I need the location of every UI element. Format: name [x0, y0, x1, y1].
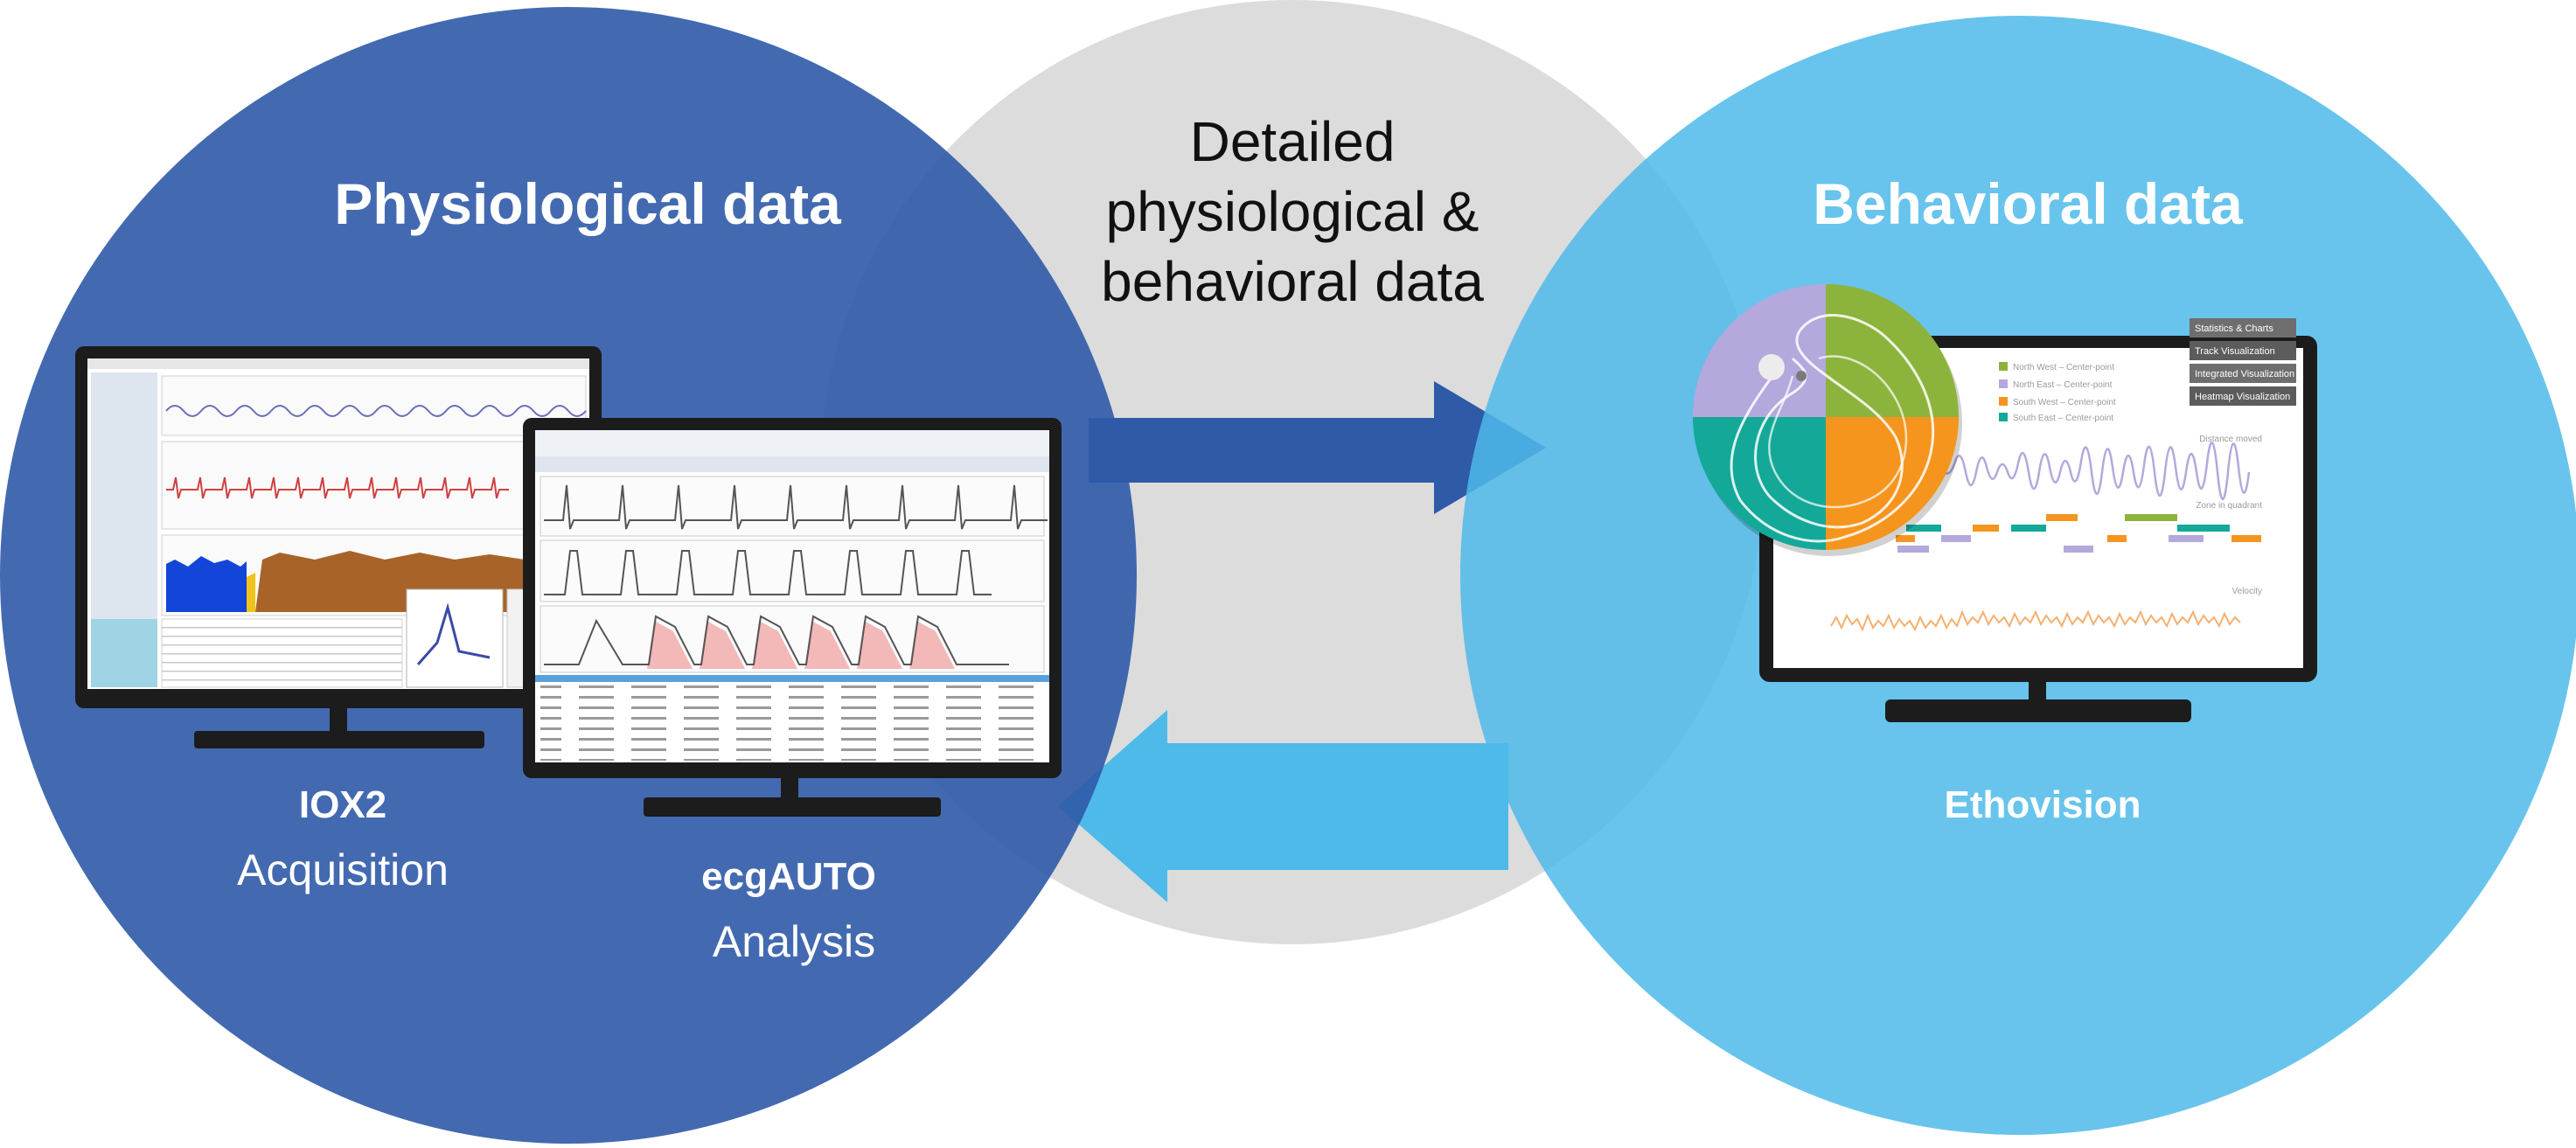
- arrow-left-icon: [1058, 710, 1508, 902]
- ecgauto-role: Analysis: [712, 917, 876, 966]
- menu-item-integrated: Integrated Visualization: [2195, 369, 2294, 379]
- chart-label-zone: Zone in quadrant: [2196, 501, 2262, 511]
- ecgauto-monitor-icon: [523, 418, 1062, 817]
- iox2-role: Acquisition: [237, 845, 449, 894]
- center-line-1: Detailed: [1189, 110, 1396, 173]
- menu-item-statistics: Statistics & Charts: [2195, 324, 2273, 334]
- chart-label-velocity: Velocity: [2232, 587, 2262, 596]
- chart-label-distance: Distance moved: [2199, 435, 2262, 444]
- behavioral-title: Behavioral data: [1813, 171, 2243, 236]
- zone-pie-icon: [1693, 284, 1962, 556]
- ecgauto-name: ecgAUTO: [701, 855, 876, 898]
- ethovision-name: Ethovision: [1944, 783, 2141, 826]
- center-line-3: behavioral data: [1101, 250, 1484, 313]
- menu-item-heatmap: Heatmap Visualization: [2195, 392, 2290, 402]
- menu-item-track: Track Visualization: [2195, 346, 2275, 357]
- legend-item-ne: North East – Center-point: [2013, 380, 2113, 390]
- iox2-name: IOX2: [298, 783, 387, 826]
- arrow-right-icon: [1089, 381, 1546, 514]
- legend-item-se: South East – Center-point: [2013, 414, 2113, 423]
- physiological-title: Physiological data: [334, 171, 841, 236]
- iox2-monitor-icon: [75, 346, 602, 748]
- center-line-2: physiological &: [1105, 180, 1479, 243]
- legend-item-sw: South West – Center-point: [2013, 398, 2116, 407]
- legend-item-nw: North West – Center-point: [2013, 363, 2114, 372]
